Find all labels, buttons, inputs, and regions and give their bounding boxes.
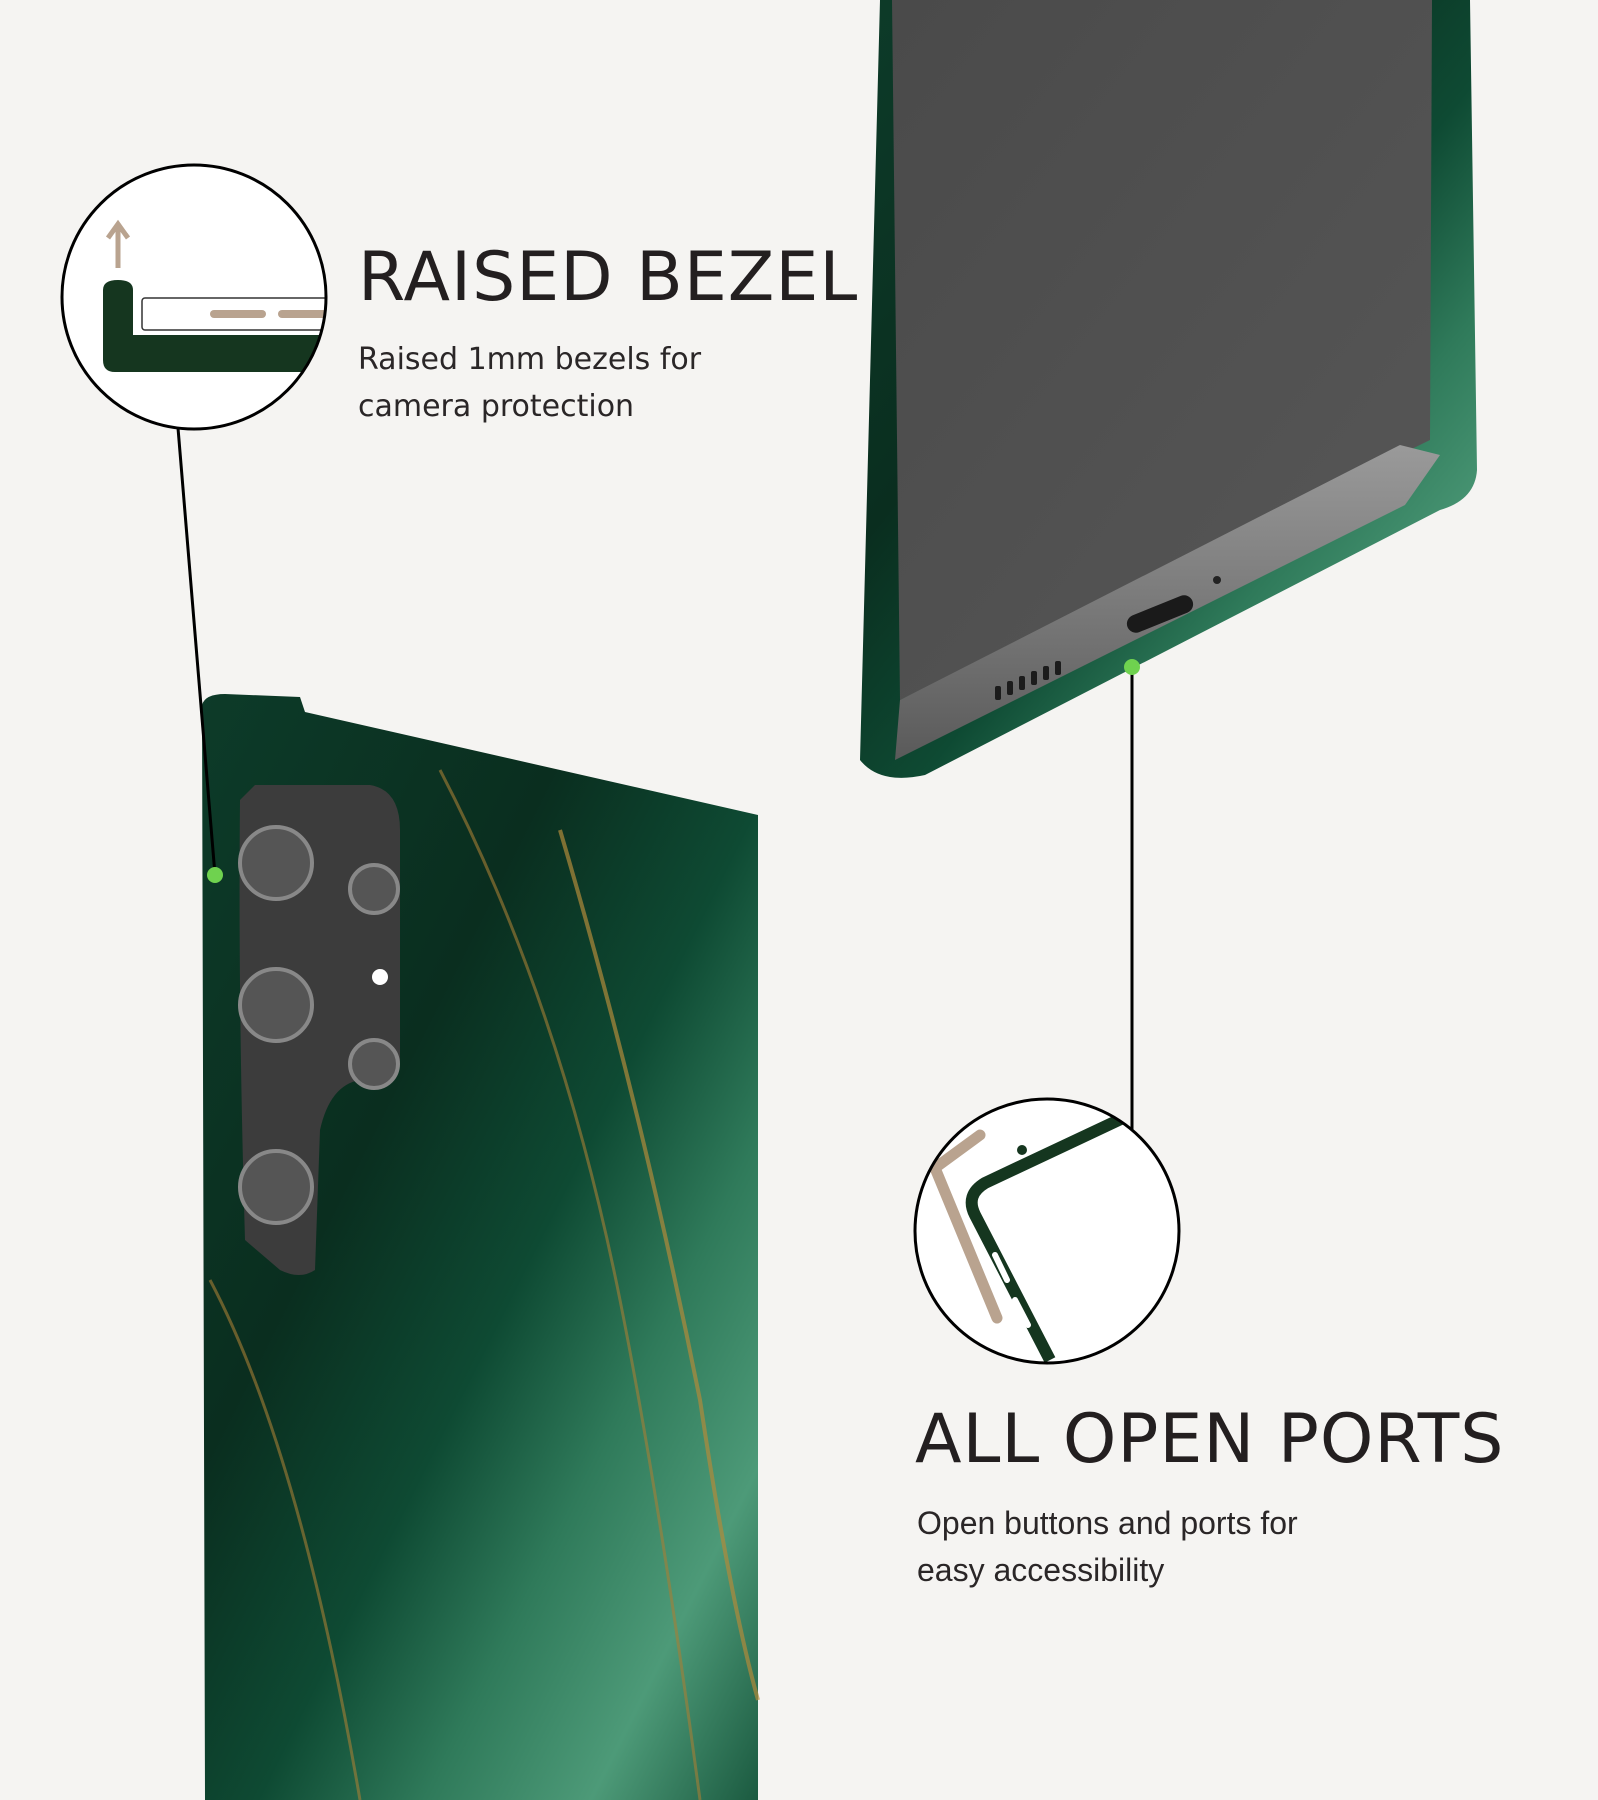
phone-front-view [860,0,1477,778]
callout-dot [1124,659,1140,675]
raised-bezel-title: RAISED BEZEL [358,238,859,317]
raised-bezel-description: Raised 1mm bezels for camera protection [358,336,701,430]
phone-back-view [202,694,760,1800]
description-line: easy accessibility [917,1552,1165,1588]
camera-lenses [238,825,400,1225]
description-line: Open buttons and ports for [917,1505,1298,1541]
speaker-grille [995,661,1061,700]
open-ports-icon [913,1097,1181,1365]
raised-bezel-icon [60,163,328,431]
flash-icon [372,969,388,985]
description-line: camera protection [358,389,635,424]
description-line: Raised 1mm bezels for [358,342,702,377]
callout-dot [207,867,223,883]
all-open-ports-title: ALL OPEN PORTS [915,1400,1505,1479]
all-open-ports-description: Open buttons and ports for easy accessib… [917,1500,1298,1594]
